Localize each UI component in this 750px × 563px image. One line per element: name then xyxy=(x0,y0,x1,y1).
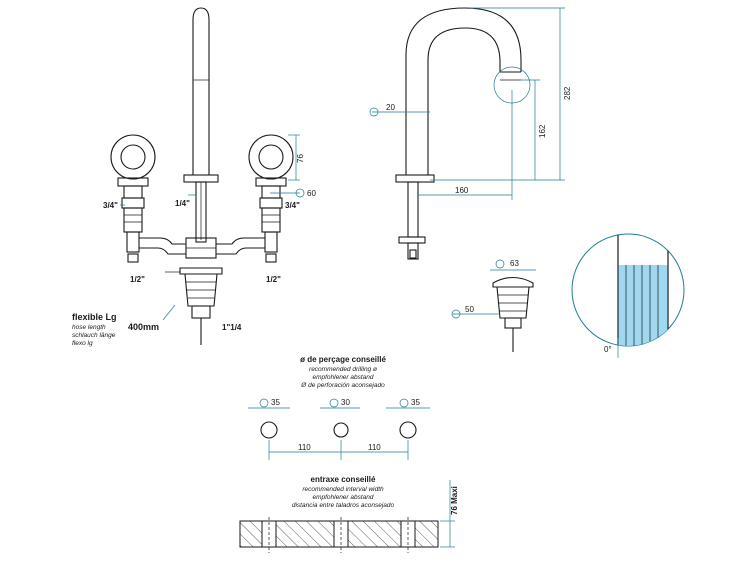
spout-shank xyxy=(195,181,207,243)
drilling-title: ø de perçage conseillé xyxy=(300,355,386,364)
hole-center xyxy=(333,422,349,438)
hose-title: flexible Lg xyxy=(72,312,117,322)
side-view: 20 160 162 282 63 50 xyxy=(369,7,572,352)
front-view: 76 60 3/4" 3/4" 1/4" 1/2" 1/2" 1"1/4 fle… xyxy=(72,7,316,347)
thread-right: 3/4" xyxy=(285,201,300,210)
drilling-line-1: recommended drilling ø xyxy=(309,366,377,373)
hose-right: 1/2" xyxy=(266,275,281,284)
drilling-line-2: empfohlener abstand xyxy=(312,374,373,381)
dia-right: 35 xyxy=(411,398,420,407)
gooseneck-spout xyxy=(405,7,522,175)
spout xyxy=(192,7,210,175)
interval-section: entraxe conseillé recommended interval w… xyxy=(239,475,459,553)
dim-63: 63 xyxy=(510,259,519,268)
interval-line-1: recommended interval width xyxy=(302,486,384,493)
thread-left: 3/4" xyxy=(103,201,118,210)
thread-center: 1/4" xyxy=(175,199,190,208)
dim-282: 282 xyxy=(563,86,572,100)
interval-title: entraxe conseillé xyxy=(311,475,376,484)
hose-left: 1/2" xyxy=(130,275,145,284)
hose-line-1: hose length xyxy=(72,324,106,331)
drilling-line-3: Ø de perforación aconsejado xyxy=(300,382,385,389)
interval-line-3: distancia entre taladros aconsejado xyxy=(292,502,395,509)
hose-line-3: flexo lg xyxy=(72,340,93,347)
waste-thread: 1"1/4 xyxy=(222,323,242,332)
right-handle xyxy=(216,134,294,263)
dim-160: 160 xyxy=(455,186,469,195)
drilling-section: ø de perçage conseillé recommended drill… xyxy=(248,355,430,460)
dim-162: 162 xyxy=(538,124,547,138)
waste-side xyxy=(492,276,534,352)
dia-left: 35 xyxy=(271,398,280,407)
angle-label: 0° xyxy=(604,345,612,354)
hose-line-2: schlauch länge xyxy=(72,332,116,339)
pop-up-waste xyxy=(165,267,223,345)
hose-value: 400mm xyxy=(128,322,159,332)
dim-50: 50 xyxy=(465,305,474,314)
interval-line-2: empfohlener abstand xyxy=(312,494,373,501)
hole-left xyxy=(260,421,278,439)
dim-60: 60 xyxy=(307,189,316,198)
spacing-right: 110 xyxy=(368,443,381,452)
spacing-left: 110 xyxy=(298,443,311,452)
dim-76: 76 xyxy=(296,154,305,163)
left-handle xyxy=(110,134,186,263)
max-thickness: 76 Maxi xyxy=(450,486,459,515)
dia-center: 30 xyxy=(341,398,350,407)
dim-20: 20 xyxy=(386,103,395,112)
detail-circle: 0° xyxy=(571,233,685,358)
spout-base xyxy=(183,174,219,183)
hole-right xyxy=(399,421,417,439)
